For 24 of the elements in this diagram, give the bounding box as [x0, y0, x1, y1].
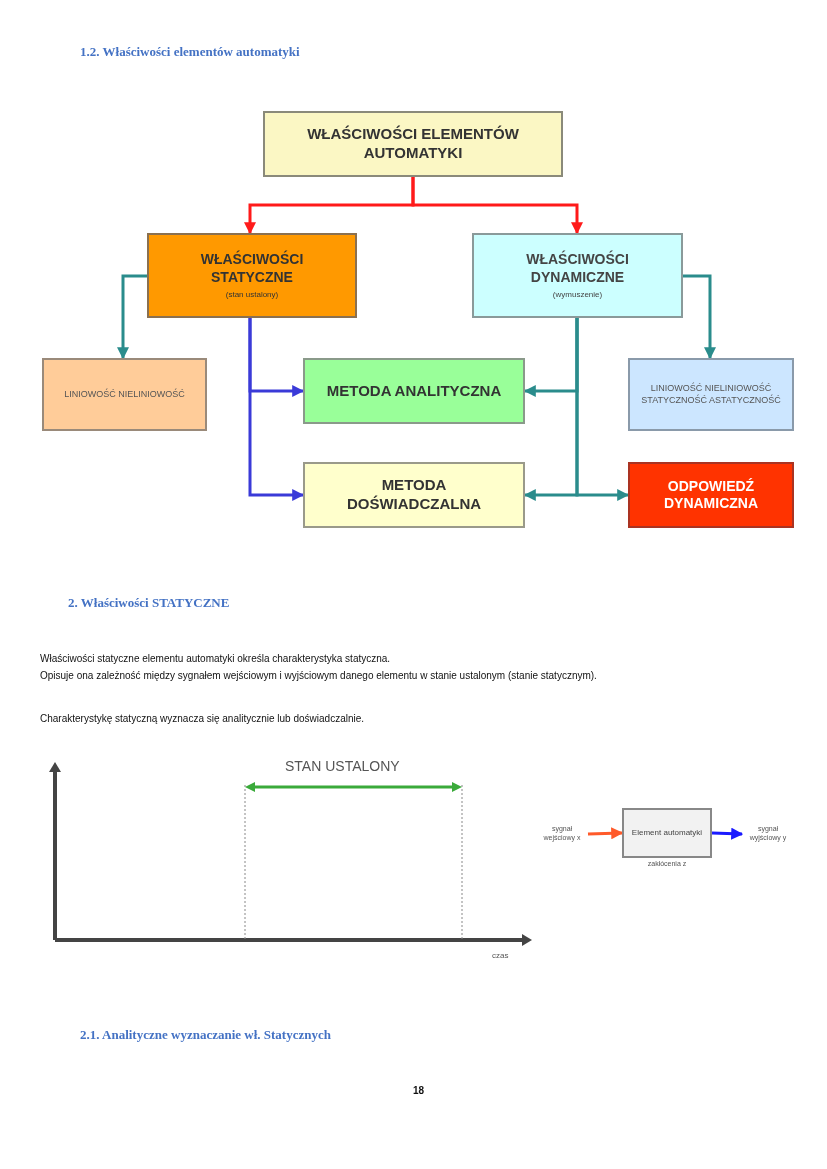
arrow: [683, 274, 716, 360]
node-box: METODA ANALITYCZNA: [303, 358, 525, 424]
arrow: [117, 274, 147, 360]
arrow: [587, 827, 624, 840]
node-box: WŁAŚCIWOŚCI DYNAMICZNE (wymuszenie): [472, 233, 683, 318]
paragraph-text: Właściwości statyczne elementu automatyki określa charakterystyka statyczna.: [40, 652, 392, 666]
arrow: [711, 827, 744, 840]
section-heading: 1.2. Właściwości elementów automatyki: [80, 43, 300, 61]
section-heading: 2.1. Analityczne wyznaczanie wł. Statycznych: [80, 1026, 331, 1044]
node-box: ODPOWIEDŹ DYNAMICZNA: [628, 462, 794, 528]
node-box: METODA DOŚWIADCZALNA: [303, 462, 525, 528]
section-heading: 2. Właściwości STATYCZNE: [68, 594, 230, 612]
node-box: LINIOWOŚĆ NIELINIOWOŚĆ: [42, 358, 207, 431]
chart-label: STAN USTALONY: [285, 757, 400, 776]
paragraph-text: Opisuje ona zależność między sygnałem wejściowym i wyjściowym danego elementu w stanie ustalonym (stanie statycznym).: [40, 669, 598, 683]
chart-label: czas: [492, 950, 509, 962]
node-box: WŁAŚCIWOŚCI STATYCZNE (stan ustalony): [147, 233, 357, 318]
node-box: LINIOWOŚĆ NIELINIOWOŚĆ STATYCZNOŚĆ ASTATYCZNOŚĆ: [628, 358, 794, 431]
arrow: [248, 318, 305, 501]
arrow: [411, 177, 583, 235]
page-number: 18: [413, 1084, 425, 1098]
paragraph-text: Charakterystykę statyczną wyznacza się analitycznie lub doświadczalnie.: [40, 712, 366, 726]
node-box: WŁAŚCIWOŚCI ELEMENTÓW AUTOMATYKI: [263, 111, 563, 177]
arrow: [575, 318, 630, 501]
